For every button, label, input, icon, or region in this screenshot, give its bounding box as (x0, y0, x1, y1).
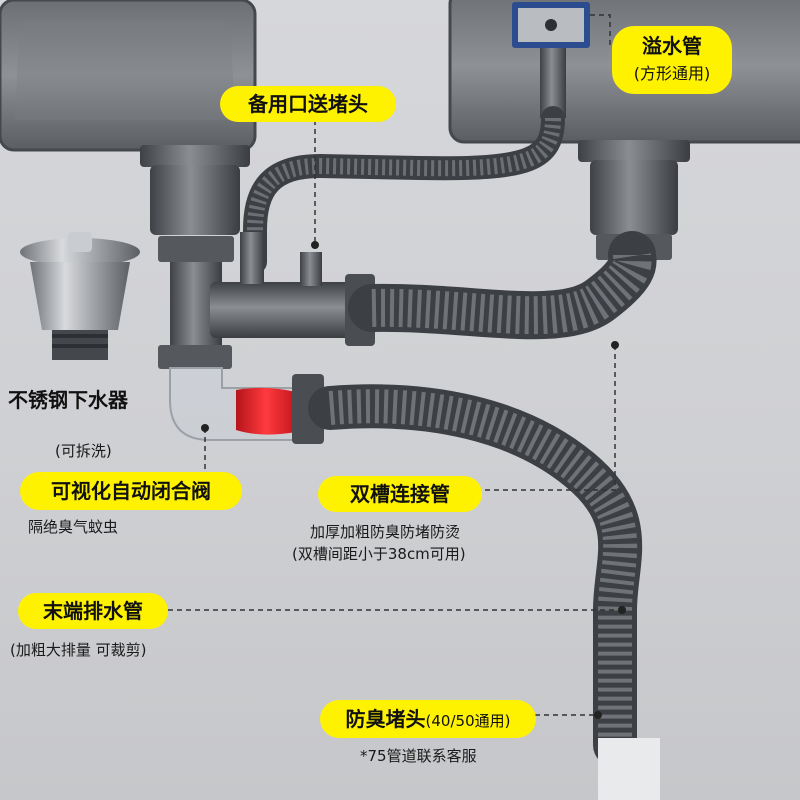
overflow-tube (243, 48, 566, 274)
end-tube-tag: 末端排水管 (18, 593, 168, 629)
steel-strainer (20, 232, 140, 360)
valve-title: 可视化自动闭合阀 (51, 479, 211, 503)
double-tube-tag: 双槽连接管 (318, 476, 482, 512)
valve-sub: 隔绝臭气蚊虫 (28, 518, 119, 536)
plug-title-suffix: (40/50通用) (425, 712, 511, 730)
tee-connector (210, 232, 375, 346)
double-sink-tube (348, 231, 657, 340)
plug-sub: *75管道联系客服 (360, 747, 477, 765)
strainer-sub: (可拆洗) (55, 442, 112, 460)
end-tube-title: 末端排水管 (43, 599, 143, 623)
clear-elbow-valve (169, 367, 324, 444)
spare-port-title: 备用口送堵头 (248, 92, 368, 116)
plug-title: 防臭堵头 (345, 707, 426, 731)
overflow-title: 溢水管 (642, 34, 702, 58)
leader-lines (168, 14, 622, 716)
plug-tag: 防臭堵头(40/50通用) (320, 700, 536, 738)
overflow-sub: (方形通用) (633, 64, 711, 83)
spare-port-tag: 备用口送堵头 (220, 86, 396, 122)
double-tube-line2: (双槽间距小于38cm可用) (292, 545, 466, 563)
overflow-tag: 溢水管 (方形通用) (612, 26, 732, 94)
overflow-box (512, 2, 590, 48)
double-tube-line1: 加厚加粗防臭防堵防烫 (310, 523, 461, 541)
left-sink (0, 0, 257, 152)
strainer-title: 不锈钢下水器 (8, 388, 128, 412)
valve-tag: 可视化自动闭合阀 (20, 472, 242, 510)
end-tube-sub: (加粗大排量 可裁剪) (10, 641, 147, 659)
end-drain-tube (308, 384, 660, 800)
leader-dots (201, 241, 626, 719)
double-tube-title: 双槽连接管 (350, 482, 450, 506)
